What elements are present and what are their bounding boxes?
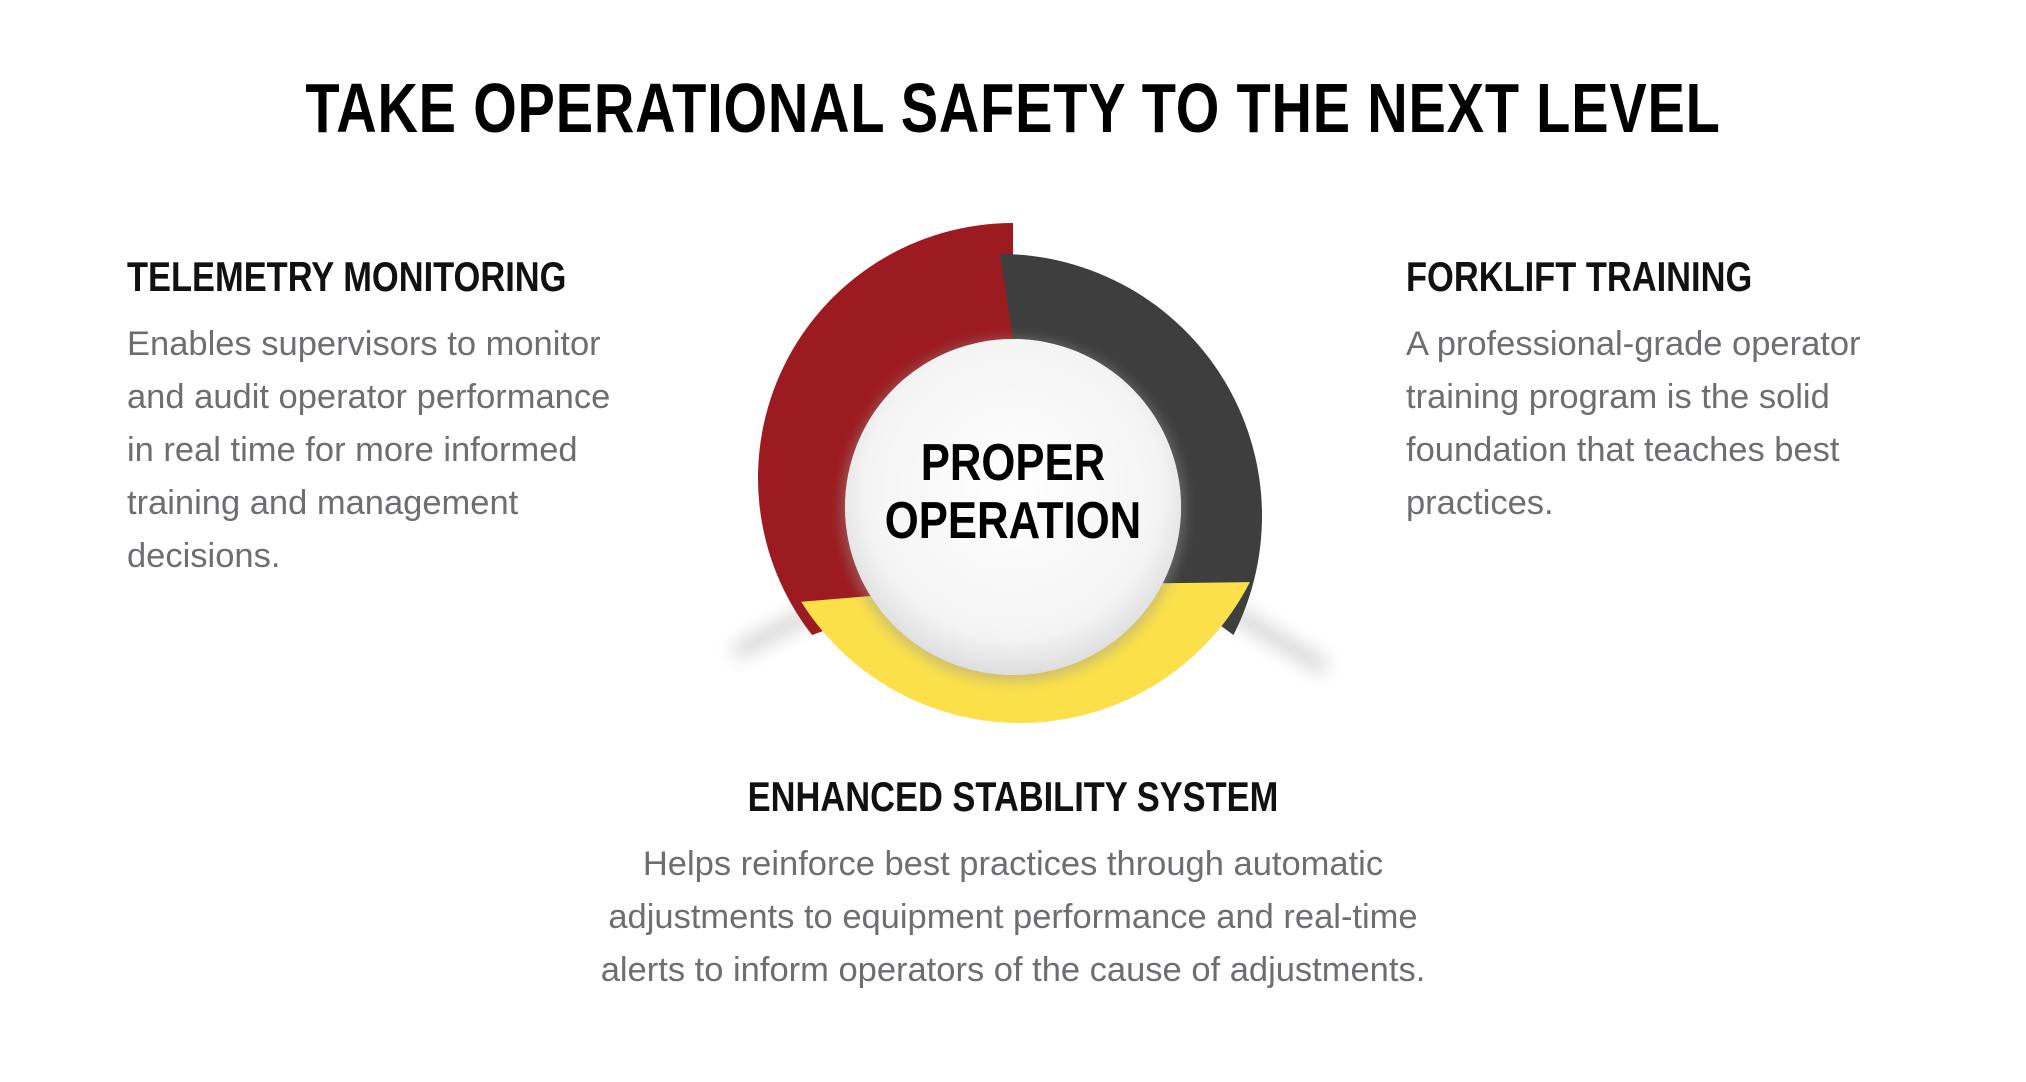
stability-line: alerts to inform operators of the cause …: [600, 951, 1426, 989]
telemetry-line: training and management: [127, 484, 519, 522]
stability-segment: [801, 582, 1250, 723]
forklift-line: foundation that teaches best: [1406, 431, 1840, 469]
center-label-line2: OPERATION: [884, 492, 1142, 550]
center-label: PROPER OPERATION: [879, 434, 1148, 550]
stability-title: ENHANCED STABILITY SYSTEM: [747, 773, 1279, 820]
forklift-segment: [1000, 254, 1262, 635]
forklift-line: A professional-grade operator: [1406, 325, 1861, 363]
stability-line: adjustments to equipment performance and…: [608, 898, 1418, 936]
forklift-title: FORKLIFT TRAINING: [1406, 253, 1753, 300]
page-title: TAKE OPERATIONAL SAFETY TO THE NEXT LEVE…: [305, 69, 1721, 147]
stability-line: Helps reinforce best practices through a…: [642, 845, 1384, 883]
telemetry-description: Enables supervisors to monitor and audit…: [127, 318, 687, 583]
forklift-line: practices.: [1406, 484, 1554, 522]
telemetry-line: in real time for more informed: [127, 431, 578, 469]
center-hub: [845, 339, 1181, 675]
stability-description: Helps reinforce best practices through a…: [513, 838, 1513, 997]
telemetry-line: decisions.: [127, 537, 281, 575]
telemetry-line: Enables supervisors to monitor: [127, 325, 601, 363]
telemetry-segment: [757, 223, 1013, 635]
telemetry-line: and audit operator performance: [127, 378, 611, 416]
forklift-description: A professional-grade operator training p…: [1406, 318, 1946, 530]
center-label-line1: PROPER: [920, 434, 1106, 492]
forklift-line: training program is the solid: [1406, 378, 1830, 416]
telemetry-title: TELEMETRY MONITORING: [127, 253, 567, 300]
